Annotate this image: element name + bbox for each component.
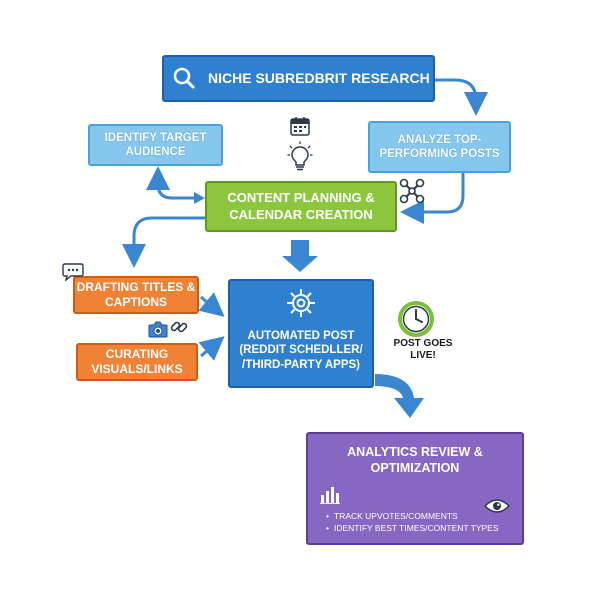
node-visuals: CURATING VISUALS/LINKS <box>76 343 198 381</box>
node-research: NICHE SUBREDBRIT RESEARCH <box>162 55 435 102</box>
bar-chart-icon <box>320 487 340 504</box>
node-audience: IDENTIFY TARGET AUDIENCE <box>88 124 223 166</box>
camera-icon <box>148 321 168 338</box>
node-audience-label: IDENTIFY TARGET AUDIENCE <box>104 131 207 158</box>
node-planning-label: CONTENT PLANNING & CALENDAR CREATION <box>227 190 375 222</box>
calendar-icon <box>290 117 310 136</box>
node-analytics-title: ANALYTICS REVIEW & OPTIMIZATION <box>347 445 483 476</box>
search-icon <box>173 67 195 89</box>
node-automated-label: AUTOMATED POST (REDDIT SCHEDLLER/ /THIRD… <box>239 329 363 371</box>
arrow-visuals-to-automated <box>198 336 225 361</box>
node-analyze-label: ANALYZE TOP-PERFORMING POSTS <box>379 133 500 160</box>
node-titles-label: DRAFTING TITLES & CAPTIONS <box>76 280 196 309</box>
analytics-bullet: IDENTIFY BEST TIMES/CONTENT TYPES <box>326 522 499 534</box>
arrow-analyze-to-planning <box>400 173 465 224</box>
node-visuals-label: CURATING VISUALS/LINKS <box>91 347 183 376</box>
arrow-automated-to-analytics <box>375 374 424 418</box>
analytics-bullet-list: TRACK UPVOTES/COMMENTS IDENTIFY BEST TIM… <box>326 510 499 535</box>
clock-icon <box>398 301 434 337</box>
node-analytics: ANALYTICS REVIEW & OPTIMIZATION TRACK UP… <box>306 432 524 545</box>
speech-bubble-icon <box>62 263 84 281</box>
node-research-label: NICHE SUBREDBRIT RESEARCH <box>208 69 430 86</box>
lightbulb-icon <box>287 141 313 171</box>
link-icon <box>170 321 188 333</box>
arrow-titles-to-automated <box>198 292 225 317</box>
arrow-planning-to-titles <box>122 216 205 268</box>
gear-icon <box>287 289 315 317</box>
node-planning: CONTENT PLANNING & CALENDAR CREATION <box>205 181 397 232</box>
arrow-research-to-analyze <box>435 78 488 116</box>
node-analyze: ANALYZE TOP-PERFORMING POSTS <box>368 121 511 173</box>
analytics-bullet: TRACK UPVOTES/COMMENTS <box>326 510 499 522</box>
eye-icon <box>484 499 510 513</box>
arrow-planning-to-audience <box>146 166 200 200</box>
network-icon <box>399 178 425 204</box>
post-goes-live-label: POST GOES LIVE! <box>393 338 453 361</box>
node-titles: DRAFTING TITLES & CAPTIONS <box>73 276 199 314</box>
arrow-planning-to-automated <box>282 240 318 272</box>
arrowhead-planning-side <box>194 192 205 204</box>
node-automated: AUTOMATED POST (REDDIT SCHEDLLER/ /THIRD… <box>228 279 374 388</box>
